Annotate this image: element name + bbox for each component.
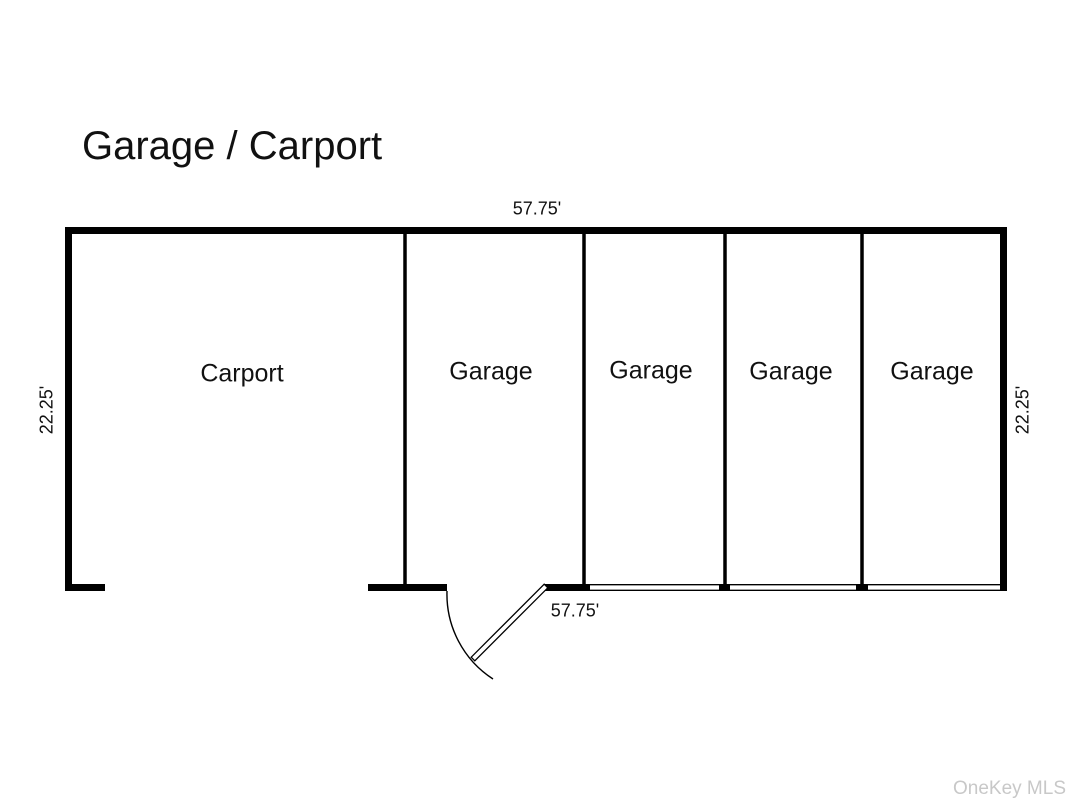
- wall-junction-block: [719, 584, 730, 591]
- door-leaf: [470, 583, 549, 662]
- room-label-garage-3: Garage: [749, 357, 833, 386]
- garage-door-openings: [590, 584, 1000, 591]
- wall-junction-block: [856, 584, 868, 591]
- dimension-bottom-width: 57.75': [550, 600, 600, 621]
- room-label-garage-1: Garage: [449, 357, 533, 386]
- room-label-garage-4: Garage: [890, 357, 974, 386]
- page-title: Garage / Carport: [82, 124, 383, 168]
- room-label-garage-2: Garage: [609, 356, 693, 385]
- dimension-left-height: 22.25': [36, 385, 57, 435]
- room-label-carport: Carport: [200, 359, 284, 388]
- dimension-top-width: 57.75': [512, 198, 562, 219]
- dimension-right-height: 22.25': [1012, 385, 1033, 435]
- door-swing-arc: [446, 590, 494, 680]
- watermark-onekey-mls: OneKey MLS: [953, 778, 1066, 799]
